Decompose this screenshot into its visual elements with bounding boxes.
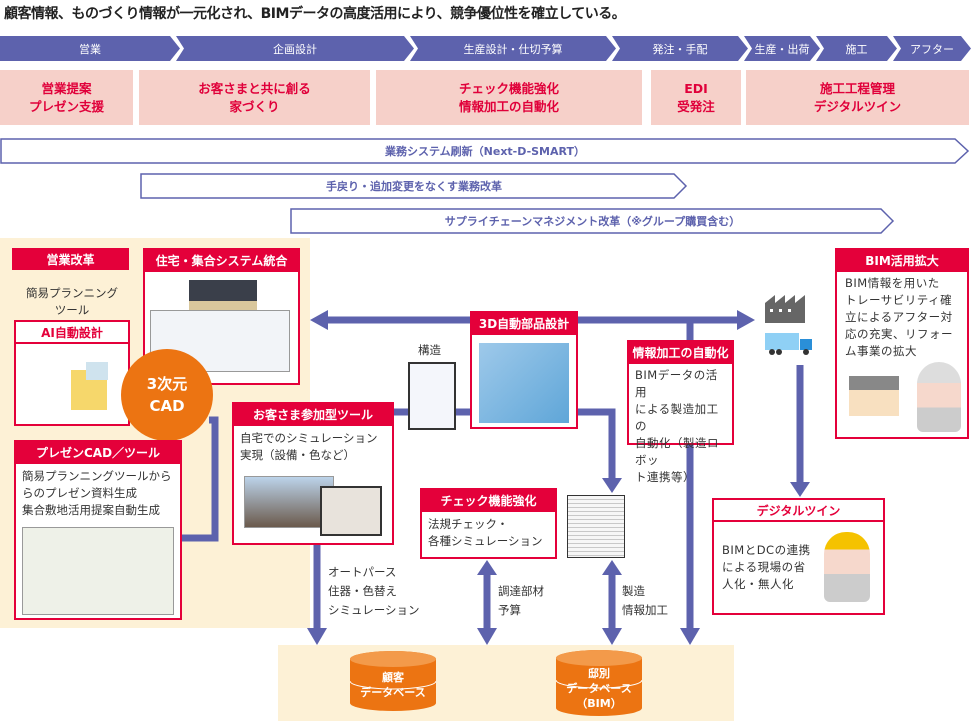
- structure-drawing-image: [408, 362, 456, 430]
- factory-icon: [765, 295, 805, 323]
- customer-tool-box: お客さま参加型ツール 自宅でのシミュレーション 実現（設備・色など）: [232, 402, 394, 545]
- interior-image: [320, 486, 382, 536]
- process-step-production-design: 生産設計・仕切予算: [410, 36, 616, 61]
- presen-cad-title: プレゼンCAD／ツール: [16, 442, 180, 464]
- auto-parts-title: 3D自動部品設計: [472, 313, 576, 335]
- info-automation-title: 情報加工の自動化: [629, 342, 732, 364]
- presen-cad-description: 簡易プランニングツールから らのプレゼン資料生成 集合敷地活用提案自動生成: [22, 469, 172, 517]
- bim-expand-box: BIM活用拡大 BIM情報を用いた トレーサビリティ確 立によるアフター対 応の…: [835, 248, 969, 439]
- process-step-ordering: 発注・手配: [612, 36, 748, 61]
- check-function-description: 法規チェック・ 各種シミュレーション: [428, 517, 543, 548]
- construction-worker-icon: [824, 532, 870, 602]
- bim-expand-description: BIM情報を用いた トレーサビリティ確 立によるアフター対 応の充実、リフォー …: [845, 276, 953, 358]
- house-bim-database-label: 邸別 データベース （BIM）: [566, 666, 632, 710]
- cad-drawing-image: [150, 310, 290, 372]
- customer-database-label: 顧客 データベース: [360, 671, 426, 699]
- digital-twin-title: デジタルツイン: [714, 500, 883, 522]
- house-icon: [849, 376, 899, 416]
- bim-expand-title: BIM活用拡大: [837, 250, 967, 272]
- initiative-label: サプライチェーンマネジメント改革（※グループ購買含む）: [444, 215, 741, 228]
- truck-icon: [765, 333, 813, 357]
- initiative-rework-reform: 手戻り・追加変更をなくす業務改革: [140, 173, 688, 199]
- customer-tool-description: 自宅でのシミュレーション 実現（設備・色など）: [240, 431, 378, 462]
- presentation-image: [22, 527, 174, 615]
- worker-after-service-icon: [917, 362, 961, 432]
- customer-database: 顧客 データベース: [350, 651, 436, 711]
- initiative-scm-reform: サプライチェーンマネジメント改革（※グループ購買含む）: [290, 208, 895, 234]
- check-function-title: チェック機能強化: [422, 490, 555, 512]
- process-step-construction: 施工: [816, 36, 897, 61]
- process-step-sales: 営業: [0, 36, 180, 61]
- ai-design-title: AI自動設計: [16, 322, 128, 344]
- page-title: 顧客情報、ものづくり情報が一元化され、BIMデータの高度活用により、競争優位性を…: [4, 6, 626, 22]
- system-integration-title: 住宅・集合システム統合: [145, 250, 298, 272]
- theme-construction: 施工工程管理 デジタルツイン: [746, 70, 969, 125]
- manufacturing-info-label: 製造 情報加工: [622, 584, 668, 617]
- theme-sales: 営業提案 プレゼン支援: [0, 70, 133, 125]
- house-bim-database: 邸別 データベース （BIM）: [556, 650, 642, 716]
- initiative-system-renewal: 業務システム刷新（Next-D-SMART）: [0, 138, 970, 164]
- sales-reform-label: 営業改革: [12, 248, 129, 270]
- customer-tool-title: お客さま参加型ツール: [234, 404, 392, 426]
- auto-parts-box: 3D自動部品設計: [470, 311, 578, 429]
- autoperth-label: オートパース 住器・色替え シミュレーション: [328, 565, 420, 617]
- theme-co-creation: お客さまと共に創る 家づくり: [139, 70, 370, 125]
- digital-twin-box: デジタルツイン BIMとDCの連携 による現場の省 人化・無人化: [712, 498, 885, 615]
- digital-twin-description: BIMとDCの連携 による現場の省 人化・無人化: [722, 543, 811, 591]
- info-automation-description: BIMデータの活用 による製造加工の 自動化（製造ロボッ ト連携等）: [635, 368, 719, 484]
- presen-cad-box: プレゼンCAD／ツール 簡易プランニングツールから らのプレゼン資料生成 集合敷…: [14, 440, 182, 620]
- system-integration-box: 住宅・集合システム統合: [143, 248, 300, 385]
- check-function-box: チェック機能強化 法規チェック・ 各種シミュレーション: [420, 488, 557, 559]
- theme-edi: EDI 受発注: [651, 70, 741, 125]
- info-automation-box: 情報加工の自動化 BIMデータの活用 による製造加工の 自動化（製造ロボッ ト連…: [627, 340, 734, 484]
- structure-label: 構造: [418, 343, 441, 357]
- manufacturing-data-table-image: [567, 495, 625, 558]
- theme-check: チェック機能強化 情報加工の自動化: [376, 70, 642, 125]
- process-step-planning: 企画設計: [176, 36, 414, 61]
- process-step-after: アフター: [893, 36, 971, 61]
- process-step-shipping: 生産・出荷: [744, 36, 820, 61]
- procurement-label: 調達部材 予算: [498, 584, 544, 617]
- initiative-label: 業務システム刷新（Next-D-SMART）: [384, 145, 586, 158]
- 3d-cad-badge: 3次元 CAD: [121, 349, 213, 441]
- initiative-label: 手戻り・追加変更をなくす業務改革: [326, 180, 502, 193]
- 3d-frame-image: [479, 343, 569, 423]
- ai-design-box: AI自動設計: [14, 320, 130, 426]
- planning-tool-label: 簡易プランニング ツール: [26, 286, 118, 317]
- floorplan-image: [26, 352, 118, 414]
